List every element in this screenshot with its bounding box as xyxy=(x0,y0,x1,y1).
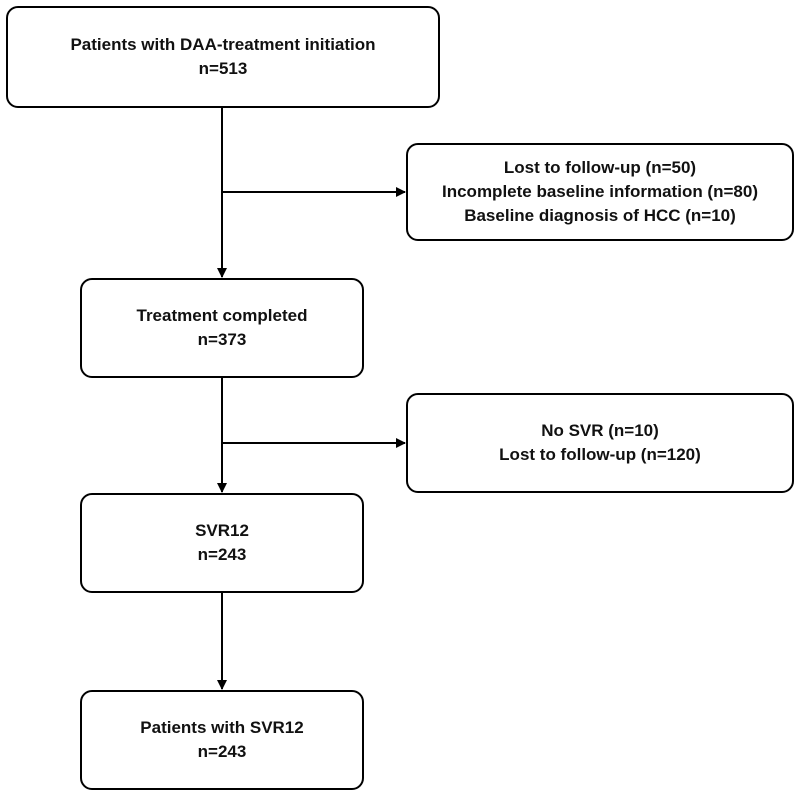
box-count: n=513 xyxy=(198,59,248,78)
box-count: n=243 xyxy=(197,742,247,761)
exclusion-hcc-diagnosis: Baseline diagnosis of HCC (n=10) xyxy=(464,206,736,225)
box-label: Patients with SVR12 xyxy=(140,718,304,737)
box-label: Treatment completed xyxy=(136,306,308,325)
exclusion-no-svr: No SVR (n=10) xyxy=(541,421,659,440)
box-patients-with-svr12: Patients with SVR12 n=243 xyxy=(80,690,364,790)
box-treatment-completed: Treatment completed n=373 xyxy=(80,278,364,378)
box-patients-daa-initiation: Patients with DAA-treatment initiation n… xyxy=(6,6,440,108)
box-count: n=373 xyxy=(197,330,247,349)
box-count: n=243 xyxy=(197,545,247,564)
box-exclusions-baseline: Lost to follow-up (n=50) Incomplete base… xyxy=(406,143,794,241)
box-exclusions-post-treatment: No SVR (n=10) Lost to follow-up (n=120) xyxy=(406,393,794,493)
exclusion-lost-follow-up: Lost to follow-up (n=50) xyxy=(503,158,697,177)
exclusion-lost-follow-up: Lost to follow-up (n=120) xyxy=(499,445,701,464)
box-label: SVR12 xyxy=(195,521,249,540)
box-svr12: SVR12 n=243 xyxy=(80,493,364,593)
exclusion-incomplete-baseline: Incomplete baseline information (n=80) xyxy=(442,182,758,201)
box-label: Patients with DAA-treatment initiation xyxy=(70,35,376,54)
